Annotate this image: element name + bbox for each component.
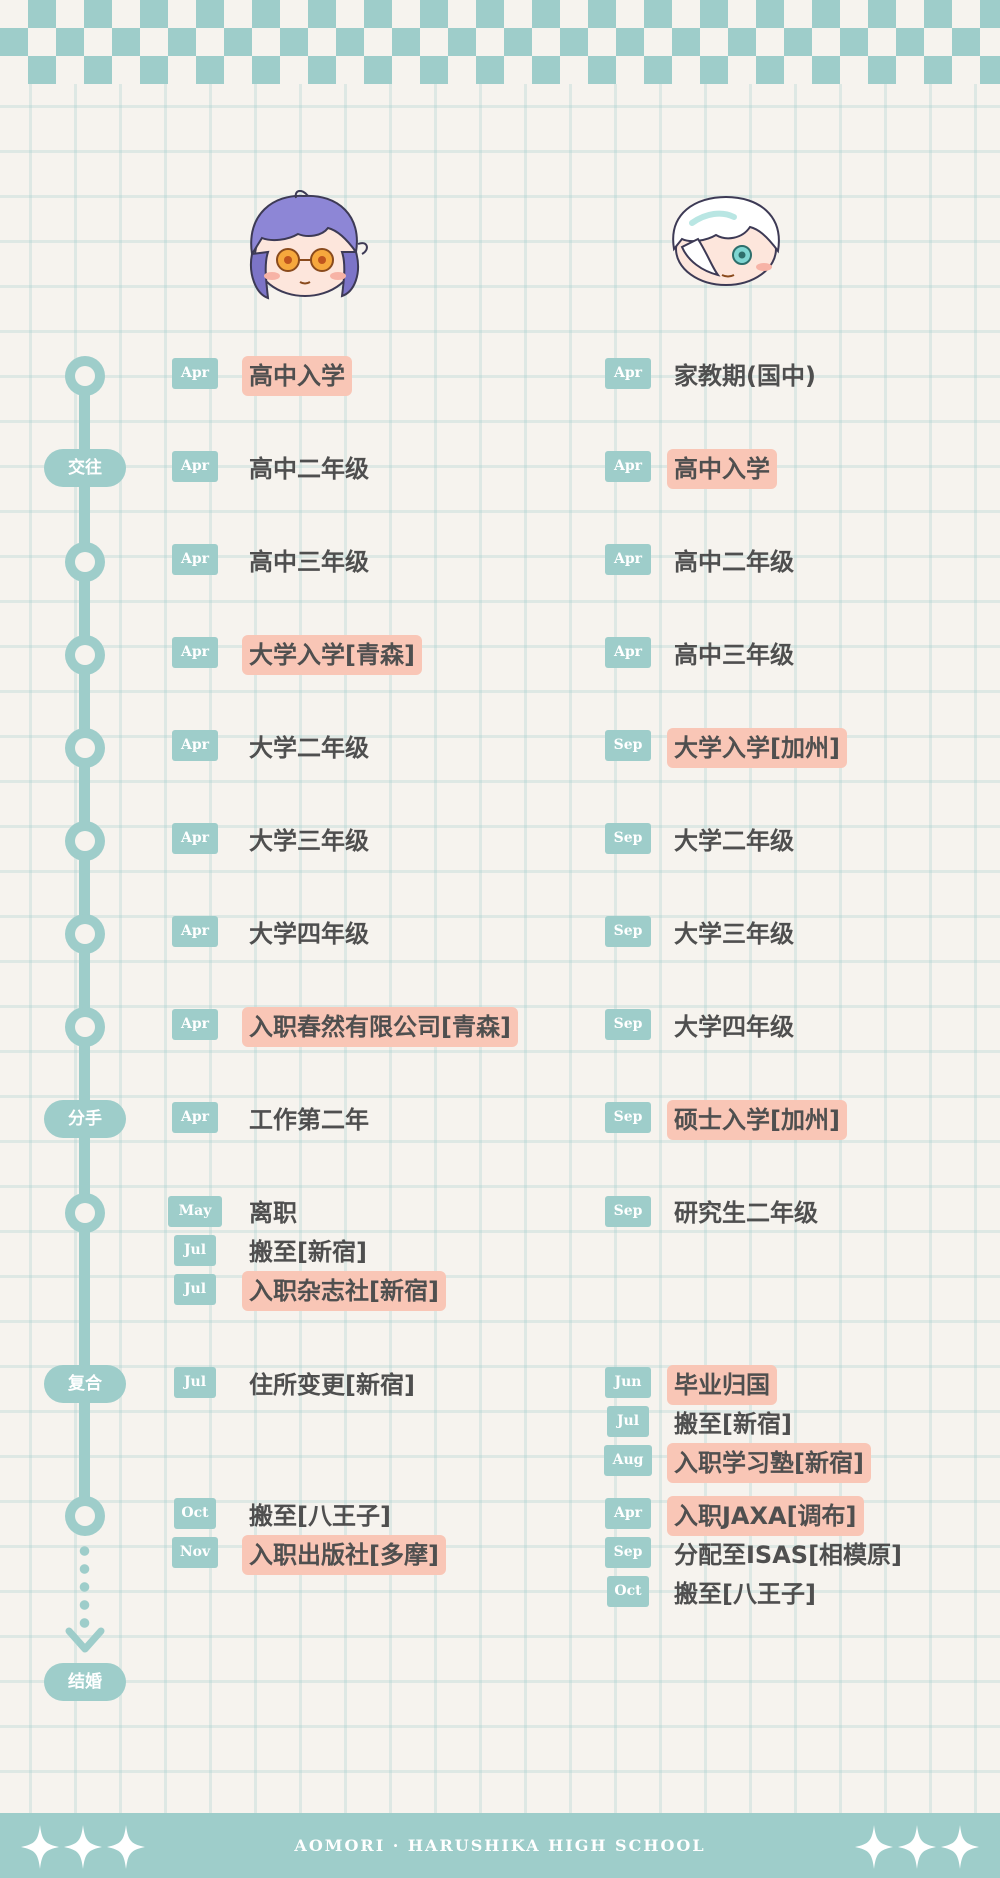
left-event: 高中入学 — [242, 356, 352, 396]
timeline-node — [65, 914, 105, 954]
checkerboard-border — [0, 0, 1000, 84]
left-month-badge: Apr — [172, 730, 218, 761]
right-month-badge: Sep — [605, 1102, 651, 1133]
left-month-badge: Jul — [174, 1235, 216, 1266]
timeline-node — [65, 1007, 105, 1047]
right-month-badge: Jul — [607, 1406, 649, 1437]
sparkle-icon — [107, 1825, 145, 1869]
phase-label-marriage: 结婚 — [44, 1663, 126, 1701]
right-month-badge: Apr — [605, 637, 651, 668]
right-event: 入职学习塾[新宿] — [667, 1443, 871, 1483]
left-event: 工作第二年 — [249, 1106, 369, 1134]
sparkle-stars-left — [18, 1822, 148, 1872]
right-event: 研究生二年级 — [674, 1199, 818, 1227]
right-event: 大学二年级 — [674, 827, 794, 855]
left-month-badge: Apr — [172, 544, 218, 575]
right-month-badge: Apr — [605, 544, 651, 575]
timeline-node — [65, 1193, 105, 1233]
left-month-badge: Oct — [174, 1498, 216, 1529]
right-event: 高中三年级 — [674, 641, 794, 669]
left-event: 住所变更[新宿] — [249, 1371, 415, 1399]
right-month-badge: Apr — [605, 358, 651, 389]
left-event: 大学入学[青森] — [242, 635, 422, 675]
left-month-badge: Apr — [172, 451, 218, 482]
right-month-badge: Aug — [604, 1445, 652, 1476]
left-event: 入职春然有限公司[青森] — [242, 1007, 518, 1047]
white-haired-boy-icon — [672, 195, 780, 286]
right-month-badge: Apr — [605, 451, 651, 482]
right-month-badge: Sep — [605, 823, 651, 854]
left-month-badge: Apr — [172, 916, 218, 947]
timeline-dotted-continuation — [79, 1542, 90, 1630]
right-event: 家教期(国中) — [674, 362, 816, 390]
timeline-node — [65, 728, 105, 768]
right-month-badge: Sep — [605, 1196, 651, 1227]
right-event: 毕业归国 — [667, 1365, 777, 1405]
sparkle-stars-right — [852, 1822, 982, 1872]
phase-label-breakup: 分手 — [44, 1100, 126, 1138]
left-event: 离职 — [249, 1199, 297, 1227]
right-event: 搬至[新宿] — [674, 1410, 792, 1438]
phase-label-reunion: 复合 — [44, 1365, 126, 1403]
left-event: 入职杂志社[新宿] — [242, 1271, 446, 1311]
right-month-badge: Sep — [605, 1009, 651, 1040]
right-event: 入职JAXA[调布] — [667, 1496, 864, 1536]
right-month-badge: Jun — [605, 1367, 651, 1398]
right-event: 大学三年级 — [674, 920, 794, 948]
left-event: 大学三年级 — [249, 827, 369, 855]
phase-label-dating: 交往 — [44, 449, 126, 487]
left-month-badge: Jul — [174, 1274, 216, 1305]
right-month-badge: Apr — [605, 1498, 651, 1529]
sparkle-icon — [21, 1825, 59, 1869]
timeline-node — [65, 1496, 105, 1536]
right-event: 大学四年级 — [674, 1013, 794, 1041]
right-event: 硕士入学[加州] — [667, 1100, 847, 1140]
left-event: 搬至[八王子] — [249, 1502, 391, 1530]
timeline-node — [65, 635, 105, 675]
left-event: 搬至[新宿] — [249, 1238, 367, 1266]
left-month-badge: Apr — [172, 823, 218, 854]
purple-haired-boy-icon — [250, 190, 368, 300]
right-event: 分配至ISAS[相模原] — [674, 1541, 903, 1569]
chevron-down-icon — [65, 1627, 105, 1653]
timeline-node — [65, 542, 105, 582]
right-avatar — [662, 195, 790, 289]
footer-title: AOMORI · HARUSHIKA HIGH SCHOOL — [294, 1836, 706, 1855]
left-event: 入职出版社[多摩] — [242, 1535, 446, 1575]
sparkle-icon — [64, 1825, 102, 1869]
left-event: 高中二年级 — [249, 455, 369, 483]
right-month-badge: Sep — [605, 1537, 651, 1568]
right-month-badge: Sep — [605, 916, 651, 947]
left-month-badge: Nov — [172, 1537, 218, 1568]
sparkle-icon — [941, 1825, 979, 1869]
left-event: 高中三年级 — [249, 548, 369, 576]
left-month-badge: May — [168, 1196, 222, 1227]
right-month-badge: Sep — [605, 730, 651, 761]
right-event: 大学入学[加州] — [667, 728, 847, 768]
left-month-badge: Apr — [172, 637, 218, 668]
timeline-node — [65, 821, 105, 861]
footer-bar — [0, 1813, 1000, 1878]
left-month-badge: Apr — [172, 1009, 218, 1040]
left-event: 大学四年级 — [249, 920, 369, 948]
left-month-badge: Apr — [172, 1102, 218, 1133]
right-month-badge: Oct — [607, 1576, 649, 1607]
left-avatar — [238, 190, 372, 302]
sparkle-icon — [855, 1825, 893, 1869]
timeline-node — [65, 356, 105, 396]
right-event: 搬至[八王子] — [674, 1580, 816, 1608]
sparkle-icon — [898, 1825, 936, 1869]
left-event: 大学二年级 — [249, 734, 369, 762]
right-event: 高中二年级 — [674, 548, 794, 576]
right-event: 高中入学 — [667, 449, 777, 489]
left-month-badge: Jul — [174, 1367, 216, 1398]
left-month-badge: Apr — [172, 358, 218, 389]
